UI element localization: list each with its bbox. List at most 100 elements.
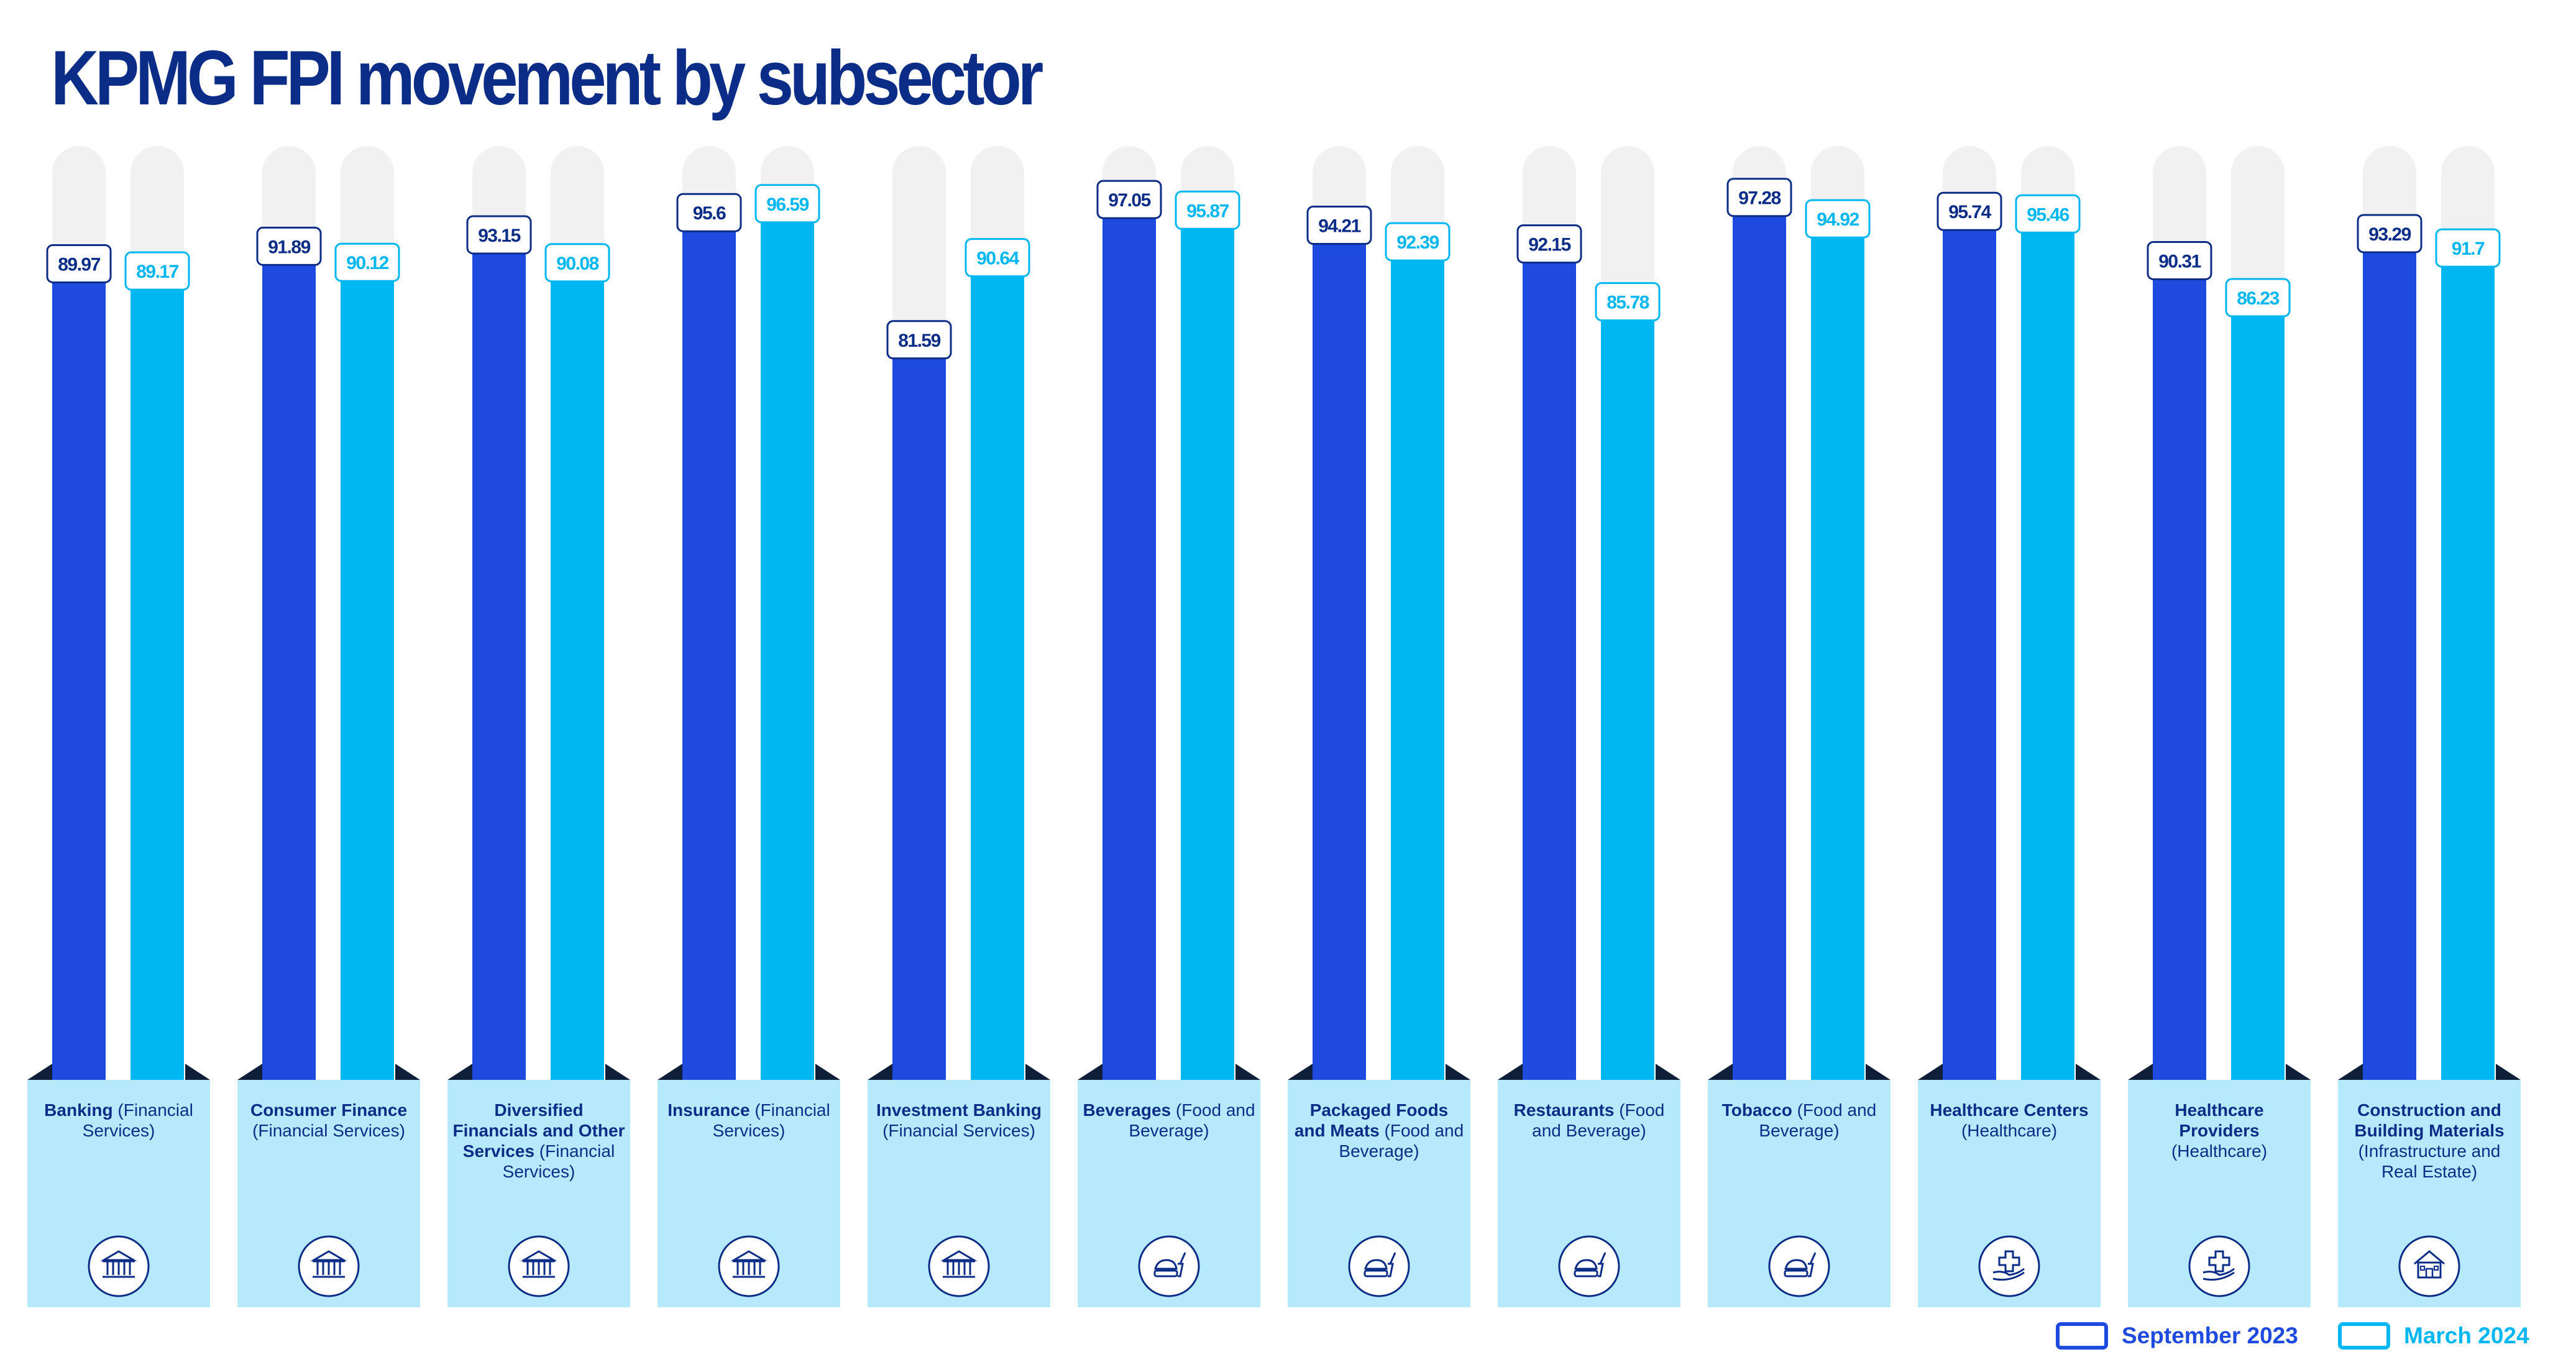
data-label-march-2024-healthcare-providers: 86.23	[2237, 288, 2279, 309]
data-label-september-2023-packaged-foods-and-meats: 94.21	[1318, 216, 1360, 237]
bar-march-2024-construction-and-building-materials	[2441, 248, 2495, 1081]
healthcare-icon	[2188, 1235, 2250, 1297]
panel-corner	[2076, 1064, 2101, 1080]
bar-september-2023-healthcare-providers	[2153, 260, 2206, 1080]
data-label-box	[2435, 228, 2501, 268]
category-label-diversified-financials-and-other-services: Diversified Financials and Other Service…	[452, 1100, 625, 1182]
legend-item-september-2023: September 2023	[2056, 1322, 2298, 1350]
bank-icon	[718, 1235, 780, 1297]
data-label-box	[754, 184, 820, 224]
legend-label-march-2024: March 2024	[2404, 1323, 2529, 1348]
category-name: Healthcare Providers	[2175, 1100, 2264, 1140]
category-name: Banking	[44, 1100, 113, 1120]
food-icon	[1348, 1235, 1410, 1297]
data-label-box	[1595, 282, 1661, 322]
legend-item-march-2024: March 2024	[2338, 1322, 2529, 1350]
healthcare-icon	[1978, 1235, 2040, 1297]
food-icon	[1768, 1235, 1830, 1297]
category-sector: (Food and Beverage)	[1532, 1100, 1665, 1140]
panel-corner	[1288, 1064, 1313, 1080]
category-sector: (Healthcare)	[1961, 1121, 2058, 1140]
bar-september-2023-beverages	[1102, 199, 1156, 1080]
panel-corner	[2496, 1064, 2521, 1080]
legend-swatch-march-2024	[2338, 1322, 2390, 1350]
data-label-box	[2147, 240, 2212, 280]
panel-corner	[2338, 1064, 2363, 1080]
category-label-packaged-foods-and-meats: Packaged Foods and Meats (Food and Bever…	[1293, 1100, 1465, 1161]
data-label-box	[334, 242, 400, 282]
building-icon	[2398, 1235, 2460, 1297]
bar-september-2023-tobacco	[1733, 197, 1786, 1080]
bar-march-2024-packaged-foods-and-meats	[1391, 242, 1444, 1081]
bar-march-2024-diversified-financials-and-other-services	[551, 262, 604, 1080]
data-label-march-2024-healthcare-centers: 95.46	[2027, 204, 2069, 225]
page-title: KPMG FPI movement by subsector	[51, 35, 1043, 121]
data-label-box	[544, 243, 610, 283]
category-label-restaurants: Restaurants (Food and Beverage)	[1503, 1100, 1675, 1141]
panel-corner	[2128, 1064, 2153, 1080]
category-sector: (Financial Services)	[712, 1100, 830, 1140]
bank-icon	[508, 1235, 570, 1297]
bar-september-2023-construction-and-building-materials	[2363, 233, 2416, 1080]
panel-corner	[1498, 1064, 1523, 1080]
data-label-september-2023-construction-and-building-materials: 93.29	[2368, 224, 2411, 245]
category-label-investment-banking: Investment Banking (Financial Services)	[873, 1100, 1045, 1141]
category-name: Insurance	[667, 1100, 750, 1120]
category-sector: (Food and Beverage)	[1759, 1100, 1877, 1140]
data-label-september-2023-tobacco: 97.28	[1738, 188, 1781, 209]
data-label-box	[1937, 191, 2002, 231]
category-sector: (Infrastructure and Real Estate)	[2358, 1141, 2501, 1181]
data-label-september-2023-investment-banking: 81.59	[898, 331, 940, 351]
category-sector: (Financial Services)	[502, 1141, 615, 1181]
data-label-september-2023-diversified-financials-and-other-services: 93.15	[478, 226, 520, 246]
bar-september-2023-healthcare-centers	[1943, 211, 1996, 1080]
category-label-beverages: Beverages (Food and Beverage)	[1083, 1100, 1255, 1141]
data-label-september-2023-restaurants: 92.15	[1528, 235, 1570, 255]
bank-icon	[928, 1235, 990, 1297]
panel-corner	[1025, 1064, 1050, 1080]
bar-september-2023-insurance	[682, 212, 736, 1080]
bar-march-2024-tobacco	[1811, 219, 1864, 1081]
panel-corner	[1918, 1064, 1943, 1080]
category-name: Diversified Financials and Other Service…	[452, 1100, 625, 1161]
data-label-box	[46, 244, 112, 283]
panel-corner	[2286, 1064, 2311, 1080]
data-label-box	[1306, 206, 1372, 245]
bar-march-2024-restaurants	[1601, 301, 1654, 1080]
data-label-box	[965, 238, 1030, 278]
data-label-box	[1726, 178, 1792, 217]
category-sector: (Financial Services)	[82, 1100, 193, 1140]
data-label-box	[1096, 180, 1162, 219]
data-label-september-2023-banking: 89.97	[58, 254, 100, 275]
data-label-september-2023-insurance: 95.6	[693, 203, 726, 224]
category-sector: (Healthcare)	[2171, 1141, 2268, 1161]
bar-september-2023-packaged-foods-and-meats	[1313, 225, 1366, 1081]
category-name: Investment Banking	[876, 1100, 1042, 1120]
panel-corner	[868, 1064, 892, 1080]
bar-september-2023-restaurants	[1523, 244, 1576, 1080]
category-name: Packaged Foods and Meats	[1294, 1100, 1449, 1140]
category-label-healthcare-providers: Healthcare Providers (Healthcare)	[2133, 1100, 2306, 1161]
panel-corner	[1446, 1064, 1470, 1080]
data-label-box	[886, 320, 952, 360]
bar-march-2024-investment-banking	[971, 257, 1024, 1080]
bar-september-2023-diversified-financials-and-other-services	[472, 235, 526, 1080]
food-icon	[1558, 1235, 1620, 1297]
category-name: Construction and Building Materials	[2354, 1100, 2505, 1140]
category-sector: (Financial Services)	[252, 1121, 405, 1140]
category-label-construction-and-building-materials: Construction and Building Materials (Inf…	[2343, 1100, 2516, 1182]
category-sector: (Food and Beverage)	[1129, 1100, 1255, 1140]
data-label-box	[1385, 222, 1451, 262]
data-label-box	[1516, 224, 1582, 264]
category-name: Healthcare Centers	[1930, 1100, 2089, 1120]
data-label-march-2024-insurance: 96.59	[766, 194, 809, 215]
category-label-consumer-finance: Consumer Finance (Financial Services)	[242, 1100, 415, 1141]
panel-corner	[27, 1064, 52, 1080]
bar-march-2024-healthcare-centers	[2021, 214, 2074, 1081]
data-label-box	[1175, 190, 1240, 230]
panel-corner	[1656, 1064, 1680, 1080]
data-label-box	[124, 251, 190, 291]
bar-march-2024-healthcare-providers	[2231, 298, 2285, 1080]
bar-september-2023-consumer-finance	[262, 246, 316, 1080]
